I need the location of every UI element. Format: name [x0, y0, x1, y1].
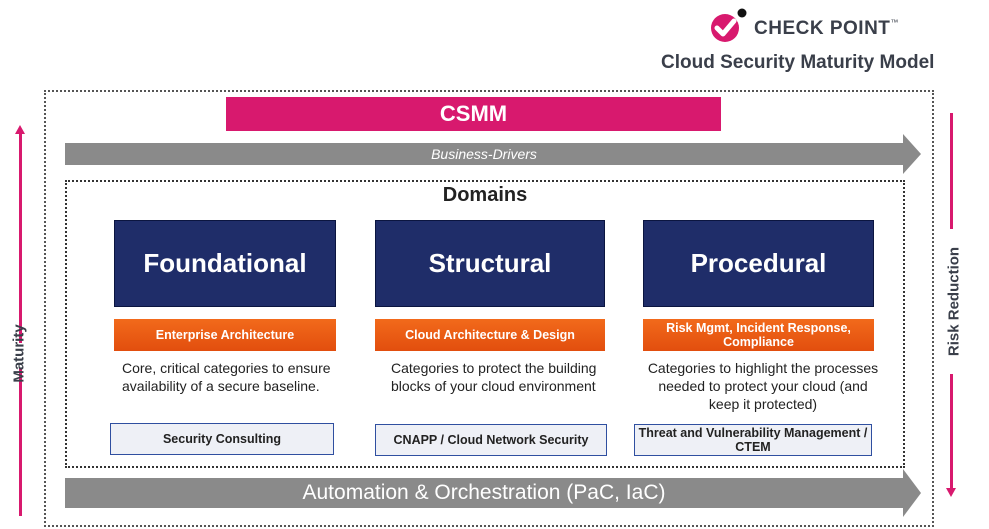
domains-title: Domains — [442, 184, 528, 206]
risk-reduction-label: Risk Reduction — [945, 246, 963, 357]
risk-line-upper — [950, 113, 953, 229]
automation-arrow: Automation & Orchestration (PaC, IaC) — [65, 478, 903, 508]
domain-column-procedural: Procedural Risk Mgmt, Incident Response,… — [634, 220, 878, 456]
domain-box-procedural: Procedural — [643, 220, 874, 307]
domain-box-structural: Structural — [375, 220, 605, 307]
description-procedural: Categories to highlight the processes ne… — [647, 360, 879, 412]
category-bar-foundational: Enterprise Architecture — [114, 319, 336, 351]
description-foundational: Core, critical categories to ensure avai… — [122, 360, 331, 394]
check-point-logo-icon — [711, 8, 747, 42]
model-title: Cloud Security Maturity Model — [661, 52, 935, 73]
category-bar-structural: Cloud Architecture & Design — [375, 319, 605, 351]
business-drivers-label: Business-Drivers — [431, 146, 537, 162]
domain-box-foundational: Foundational — [114, 220, 336, 307]
trademark-mark: ™ — [890, 18, 899, 27]
risk-arrow-down-icon — [946, 374, 956, 497]
tool-box-foundational: Security Consulting — [110, 423, 334, 455]
domain-column-structural: Structural Cloud Architecture & Design C… — [375, 220, 607, 456]
maturity-line-lower — [19, 368, 22, 516]
domains-frame — [65, 180, 905, 468]
tool-box-structural: CNAPP / Cloud Network Security — [375, 424, 607, 456]
maturity-label: Maturity — [10, 324, 28, 383]
csmm-banner: CSMM — [226, 97, 721, 131]
automation-label: Automation & Orchestration (PaC, IaC) — [302, 481, 666, 504]
category-bar-procedural: Risk Mgmt, Incident Response, Compliance — [643, 319, 874, 351]
maturity-arrow-up-icon — [15, 125, 25, 343]
check-point-logo: CHECK POINT™ — [708, 4, 908, 44]
tool-box-procedural: Threat and Vulnerability Management / CT… — [634, 424, 872, 456]
logo-text: CHECK POINT™ — [754, 18, 899, 39]
description-structural: Categories to protect the building block… — [391, 360, 597, 394]
outer-frame — [44, 90, 934, 527]
business-drivers-arrow: Business-Drivers — [65, 143, 903, 165]
domain-column-foundational: Foundational Enterprise Architecture Cor… — [110, 220, 344, 455]
